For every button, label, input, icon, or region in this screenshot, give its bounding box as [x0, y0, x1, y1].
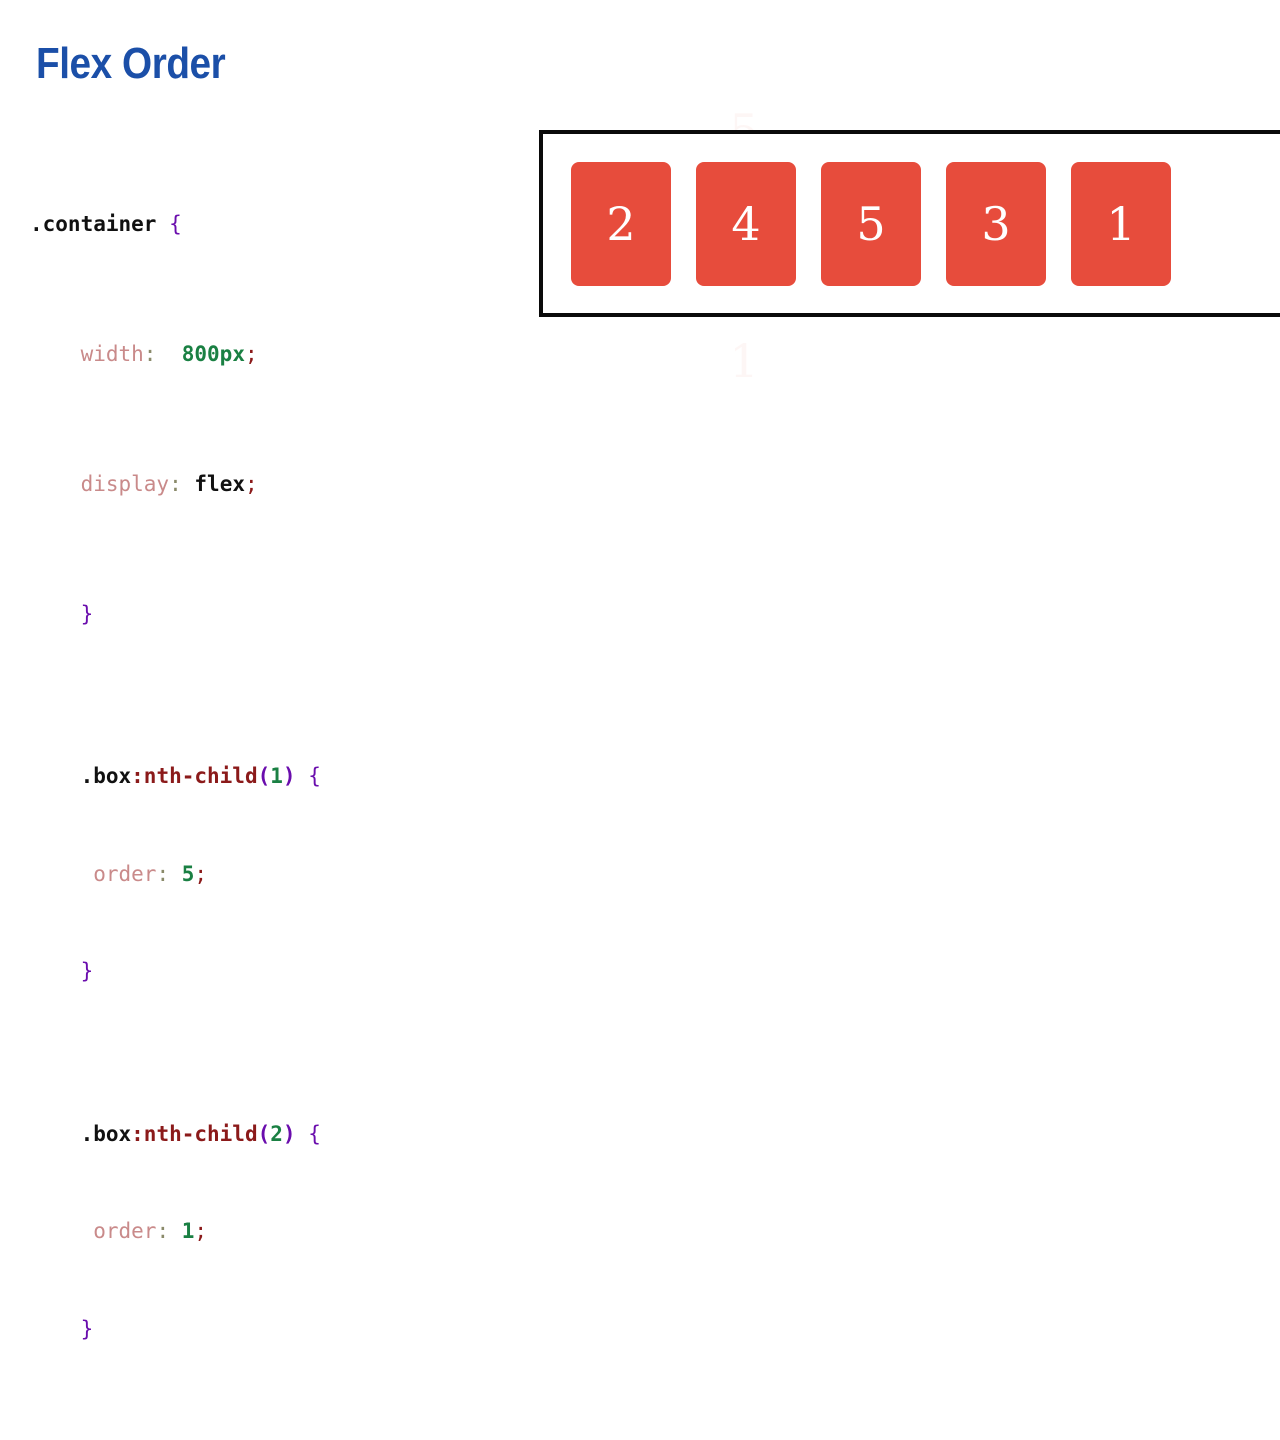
ghost-digit-below: 1: [714, 338, 774, 384]
semicolon: ;: [244, 341, 258, 366]
brace-close: }: [80, 959, 94, 983]
brace-close: }: [80, 601, 94, 626]
css-property-order: order: [93, 861, 157, 886]
code-space: [156, 342, 181, 366]
flex-item-box[interactable]: 5: [821, 161, 921, 286]
paren-close: ): [282, 764, 296, 788]
brace-close: }: [80, 1316, 94, 1341]
css-property-width: width: [80, 341, 144, 366]
css-value-order: 1: [181, 1219, 195, 1243]
code-line: order: 5;: [30, 858, 500, 891]
paren-open: (: [257, 1121, 271, 1146]
flex-item-box[interactable]: 1: [1071, 161, 1171, 286]
css-value-width: 800px: [181, 341, 245, 366]
nth-child-arg: 1: [270, 764, 283, 788]
code-space: [296, 1122, 309, 1146]
flex-item-box[interactable]: 4: [696, 161, 796, 286]
code-space: [169, 862, 182, 886]
code-line: }: [30, 955, 500, 988]
code-space: [169, 1219, 182, 1243]
css-selector: .container: [30, 211, 157, 236]
paren-close: ): [282, 1121, 296, 1146]
code-line: }: [30, 1313, 500, 1346]
code-line: display: flex;: [30, 468, 500, 501]
css-property-order: order: [93, 1219, 157, 1243]
brace-open: {: [169, 211, 182, 236]
code-line: .box:nth-child(2) {: [30, 1118, 500, 1151]
code-listing: .container { width: 800px; display: flex…: [30, 110, 500, 1440]
css-property-display: display: [80, 471, 170, 496]
brace-open: {: [308, 1121, 321, 1146]
code-line: .container {: [30, 208, 500, 241]
brace-open: {: [308, 764, 321, 788]
page-title: Flex Order: [36, 39, 226, 88]
flex-item-box[interactable]: 2: [571, 161, 671, 286]
code-line: order: 1;: [30, 1215, 500, 1248]
css-value-display: flex: [194, 471, 245, 496]
semicolon: ;: [194, 861, 208, 886]
colon: :: [156, 1219, 170, 1243]
flex-demo-container: 2 4 5 3 1: [539, 130, 1280, 317]
semicolon: ;: [194, 1219, 208, 1243]
css-selector-box: .box: [80, 764, 132, 788]
code-line: .box:nth-child(1) {: [30, 760, 500, 793]
colon: :: [143, 341, 157, 366]
css-pseudo-class: :nth-child: [131, 1121, 258, 1146]
code-space: [296, 764, 309, 788]
colon: :: [156, 861, 170, 886]
css-selector-box: .box: [80, 1121, 132, 1146]
flex-item-box[interactable]: 3: [946, 161, 1046, 286]
css-value-order: 5: [181, 861, 195, 886]
code-space: [182, 472, 195, 496]
css-pseudo-class: :nth-child: [131, 764, 258, 788]
code-space: [156, 212, 169, 236]
semicolon: ;: [244, 471, 258, 496]
nth-child-arg: 2: [270, 1121, 283, 1146]
paren-open: (: [257, 764, 271, 788]
colon: :: [169, 471, 182, 496]
code-line: width: 800px;: [30, 338, 500, 371]
code-line: }: [30, 598, 500, 631]
